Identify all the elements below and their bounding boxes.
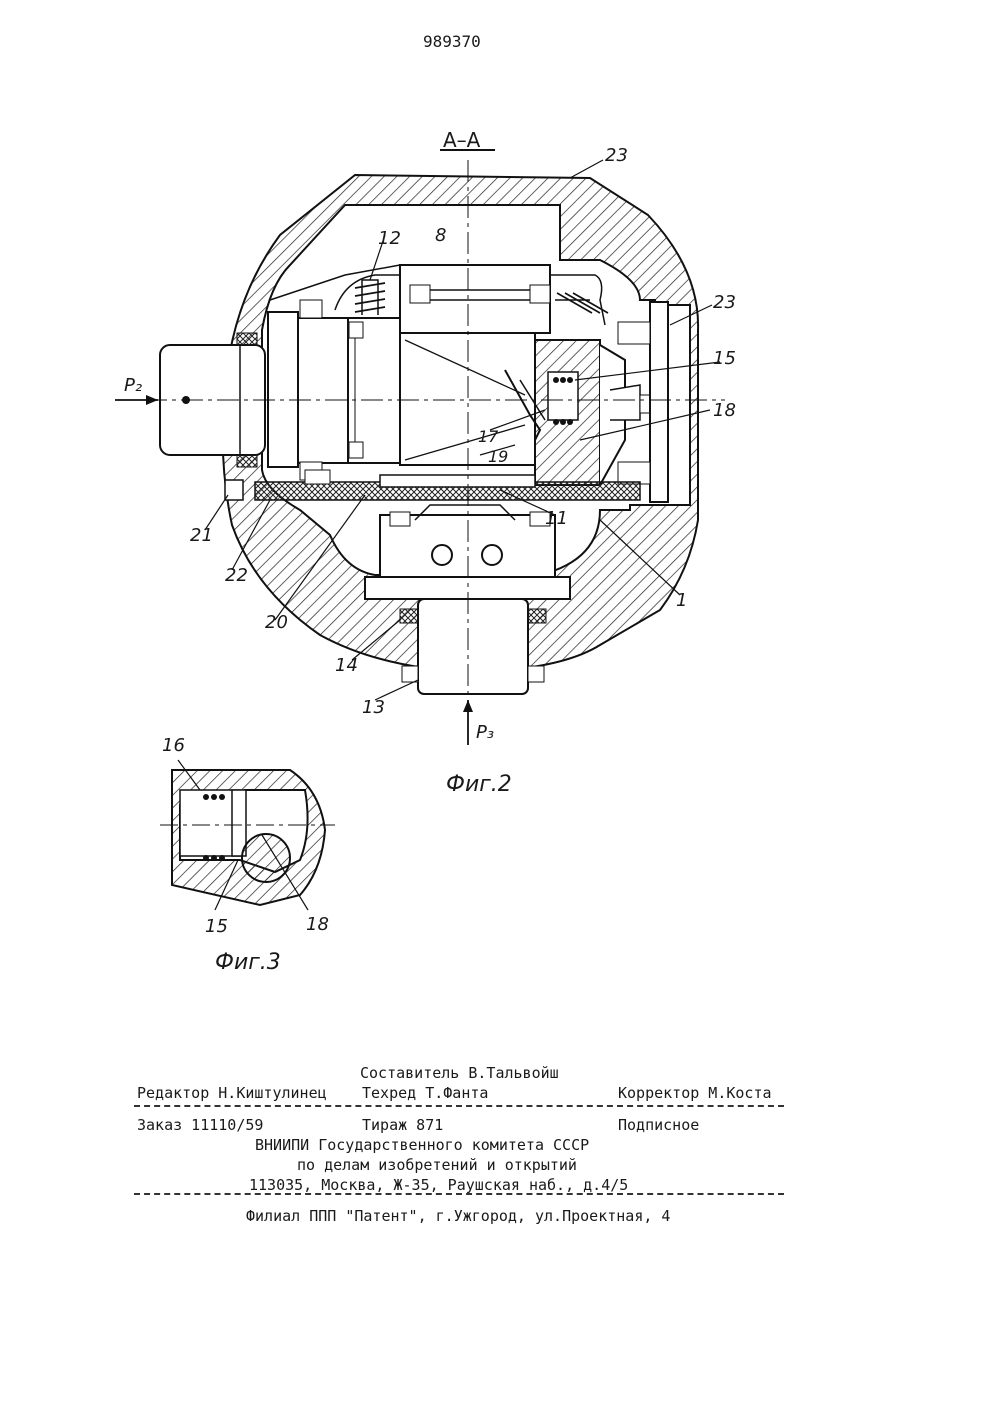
imprint-org-line2: по делам изобретений и открытий (297, 1156, 577, 1174)
callout-15: 15 (713, 348, 736, 369)
callout-22: 22 (225, 565, 248, 586)
callout-14: 14 (335, 655, 358, 676)
force-p3-label: P₃ (476, 722, 494, 743)
fig3-callout-15: 15 (205, 916, 228, 937)
callout-18: 18 (713, 400, 736, 421)
figure-3-caption: Фиг.3 (215, 950, 281, 975)
callout-21: 21 (190, 525, 213, 546)
imprint-org-line1: ВНИИПИ Государственного комитета СССР (255, 1136, 589, 1154)
callout-1: 1 (676, 590, 687, 611)
divider-bottom (134, 1193, 784, 1195)
callout-13: 13 (362, 697, 385, 718)
imprint-composer: Составитель В.Тальвойш (360, 1064, 559, 1082)
imprint-subscription: Подписное (618, 1116, 699, 1134)
callout-12: 12 (378, 228, 401, 249)
callout-8: 8 (435, 225, 446, 246)
imprint-techred: Техред Т.Фанта (362, 1084, 488, 1102)
divider-top (134, 1105, 784, 1107)
figure-3-drawing (0, 0, 1000, 1000)
callout-11: 11 (545, 508, 568, 529)
imprint-order: Заказ 11110/59 (137, 1116, 263, 1134)
force-p2-label: P₂ (124, 375, 142, 396)
fig3-callout-18: 18 (306, 914, 329, 935)
imprint-corrector: Корректор М.Коста (618, 1084, 772, 1102)
imprint-circulation: Тираж 871 (362, 1116, 443, 1134)
callout-19: 19 (488, 447, 508, 466)
fig3-callout-16: 16 (162, 735, 185, 756)
callout-20: 20 (265, 612, 288, 633)
callout-23-top: 23 (605, 145, 628, 166)
section-label: А–А (443, 128, 480, 152)
figure-2-caption: Фиг.2 (446, 772, 512, 797)
callout-17: 17 (478, 427, 498, 446)
imprint-branch: Филиал ППП "Патент", г.Ужгород, ул.Проек… (246, 1207, 670, 1225)
imprint-address: 113035, Москва, Ж-35, Раушская наб., д.4… (249, 1176, 628, 1194)
callout-23-right: 23 (713, 292, 736, 313)
imprint-editor: Редактор Н.Киштулинец (137, 1084, 327, 1102)
